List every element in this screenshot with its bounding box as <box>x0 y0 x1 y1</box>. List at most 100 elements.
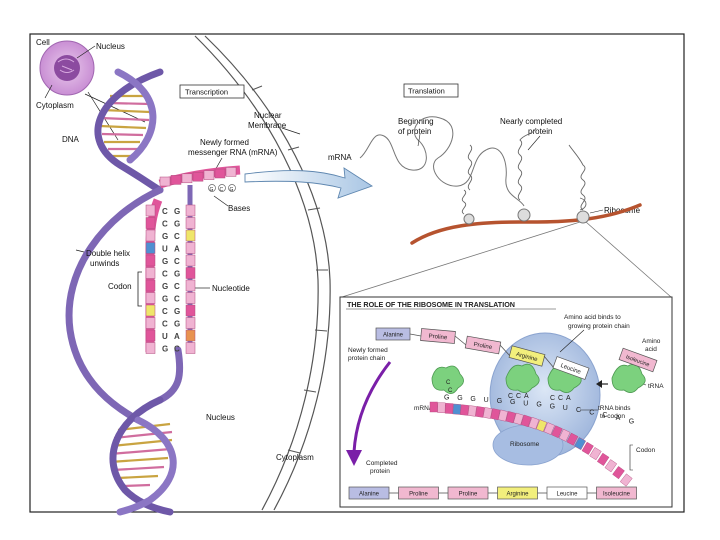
codon-base-letter: U <box>523 400 528 407</box>
inset-codon-label: Codon <box>636 447 656 454</box>
svg-text:C: C <box>448 388 453 394</box>
mrna-segment <box>513 412 524 426</box>
inset-trna-binds-2: to codon <box>600 413 625 420</box>
mrna-segment <box>482 407 493 419</box>
mrna-segment <box>551 425 563 439</box>
mrna-segment <box>543 422 555 435</box>
mrna-segment <box>535 419 548 432</box>
translation-mrna <box>341 116 672 298</box>
mrna-nucleotide <box>145 329 156 342</box>
dna-base-letter: G <box>174 320 180 329</box>
inset-mrna-label: mRNA <box>414 405 434 412</box>
dna-nucleotide <box>185 279 196 292</box>
mrna-top-nucleotide <box>214 168 226 179</box>
label-beginning-protein-1: Beginning <box>398 117 434 126</box>
label-cell: Cell <box>36 38 50 47</box>
mrna-top-nucleotide <box>192 171 204 182</box>
mrna-segment <box>490 408 501 421</box>
mrna-base-letter: U <box>162 245 168 254</box>
inset-amino-binds-1: Amino acid binds to <box>564 314 621 321</box>
free-base-letter: G <box>230 187 234 193</box>
dna-base-letter: A <box>174 245 180 254</box>
mrna-top-nucleotide <box>203 170 215 180</box>
codon-base-letter: G <box>536 402 541 409</box>
mrna-top-nucleotide <box>225 167 237 177</box>
completed-amino-box <box>596 486 637 500</box>
label-nearly-completed-2: protein <box>528 127 552 136</box>
dna-base-letter: C <box>174 232 180 241</box>
label-messenger-rna-2: messenger RNA (mRNA) <box>188 148 278 157</box>
codon-base-letter: G <box>510 399 515 406</box>
svg-text:C: C <box>446 380 451 386</box>
mrna-top-nucleotide <box>170 175 182 185</box>
completed-amino-label: Leucine <box>556 492 578 498</box>
completed-amino-label: Isoleucine <box>603 492 631 498</box>
dna-base-letter: C <box>174 345 180 354</box>
dna-base-letter: C <box>174 257 180 266</box>
inset-trna-binds-1: tRNA binds <box>598 405 631 412</box>
dna-base-letter: C <box>174 295 180 304</box>
codon-base-letter: U <box>484 397 489 404</box>
mrna-base-letter: C <box>162 270 168 279</box>
completed-amino-label: Proline <box>459 492 478 498</box>
codon-base-letter: G <box>444 394 449 401</box>
dna-base-letter: G <box>174 270 180 279</box>
label-double-helix-1: Double helix <box>86 249 130 258</box>
dna-base-letter: A <box>174 332 180 341</box>
label-nucleus-bottom: Nucleus <box>206 413 235 422</box>
mrna-segment <box>581 441 594 455</box>
label-cytoplasm-bottom: Cytoplasm <box>276 453 314 462</box>
svg-text:C: C <box>550 395 555 402</box>
free-base-letter: G <box>210 187 214 193</box>
mrna-segment <box>596 452 610 466</box>
mrna-base-letter: C <box>162 320 168 329</box>
free-base-letter: C <box>220 187 224 193</box>
codon-base-letter: C <box>589 410 594 417</box>
figure-frame <box>29 33 685 513</box>
mrna-segment <box>558 428 571 442</box>
mrna-segment <box>520 414 532 428</box>
mrna-base-letter: C <box>162 207 168 216</box>
mrna-segment <box>429 401 438 413</box>
mrna-segment <box>566 432 579 446</box>
inset-newly-formed-1: Newly formed <box>348 347 388 354</box>
mrna-nucleotide <box>145 242 156 254</box>
codon-base-letter: G <box>470 396 475 403</box>
dna-nucleotide <box>185 329 196 342</box>
mrna-base-letter: U <box>162 332 168 341</box>
label-nearly-completed-1: Nearly completed <box>500 117 562 126</box>
inset-completed-2: protein <box>370 468 390 475</box>
label-dna: DNA <box>62 135 80 144</box>
inset-trna-label: tRNA <box>648 383 664 390</box>
ribosome-inset: THE ROLE OF THE RIBOSOME IN TRANSLATION … <box>339 296 673 508</box>
label-nucleus-top: Nucleus <box>96 42 125 51</box>
codon-base-letter: A <box>616 415 621 422</box>
completed-amino-label: Arginine <box>506 492 529 498</box>
amino-acid-box: Arginine <box>508 345 546 367</box>
mrna-nucleotide <box>145 304 156 317</box>
mrna-nucleotide <box>145 204 156 217</box>
inset-amino-acid-2: acid <box>645 346 657 353</box>
mrna-base-letter: G <box>162 232 168 241</box>
mrna-segment <box>444 403 454 414</box>
free-base-icon <box>208 184 216 192</box>
label-translation: Translation <box>408 87 445 96</box>
inset-completed-1: Completed <box>366 460 398 467</box>
mrna-segment <box>505 411 516 424</box>
mrna-nucleotide <box>145 317 156 329</box>
dna-base-letter: G <box>174 220 180 229</box>
mrna-segment <box>452 403 462 415</box>
mrna-base-letter: G <box>162 345 168 354</box>
svg-text:A: A <box>524 393 529 400</box>
inset-newly-formed-2: protein chain <box>348 355 386 362</box>
dna-nucleotide <box>185 242 196 254</box>
mrna-segment <box>589 447 602 461</box>
codon-base-letter: C <box>576 407 581 414</box>
dna-nucleotide <box>185 267 196 279</box>
mrna-segment <box>574 437 587 451</box>
cell-icon <box>39 40 95 96</box>
dna-base-letter: G <box>174 307 180 316</box>
label-bases: Bases <box>228 204 250 213</box>
mrna-base-letter: G <box>162 295 168 304</box>
mrna-base-letter: C <box>162 220 168 229</box>
